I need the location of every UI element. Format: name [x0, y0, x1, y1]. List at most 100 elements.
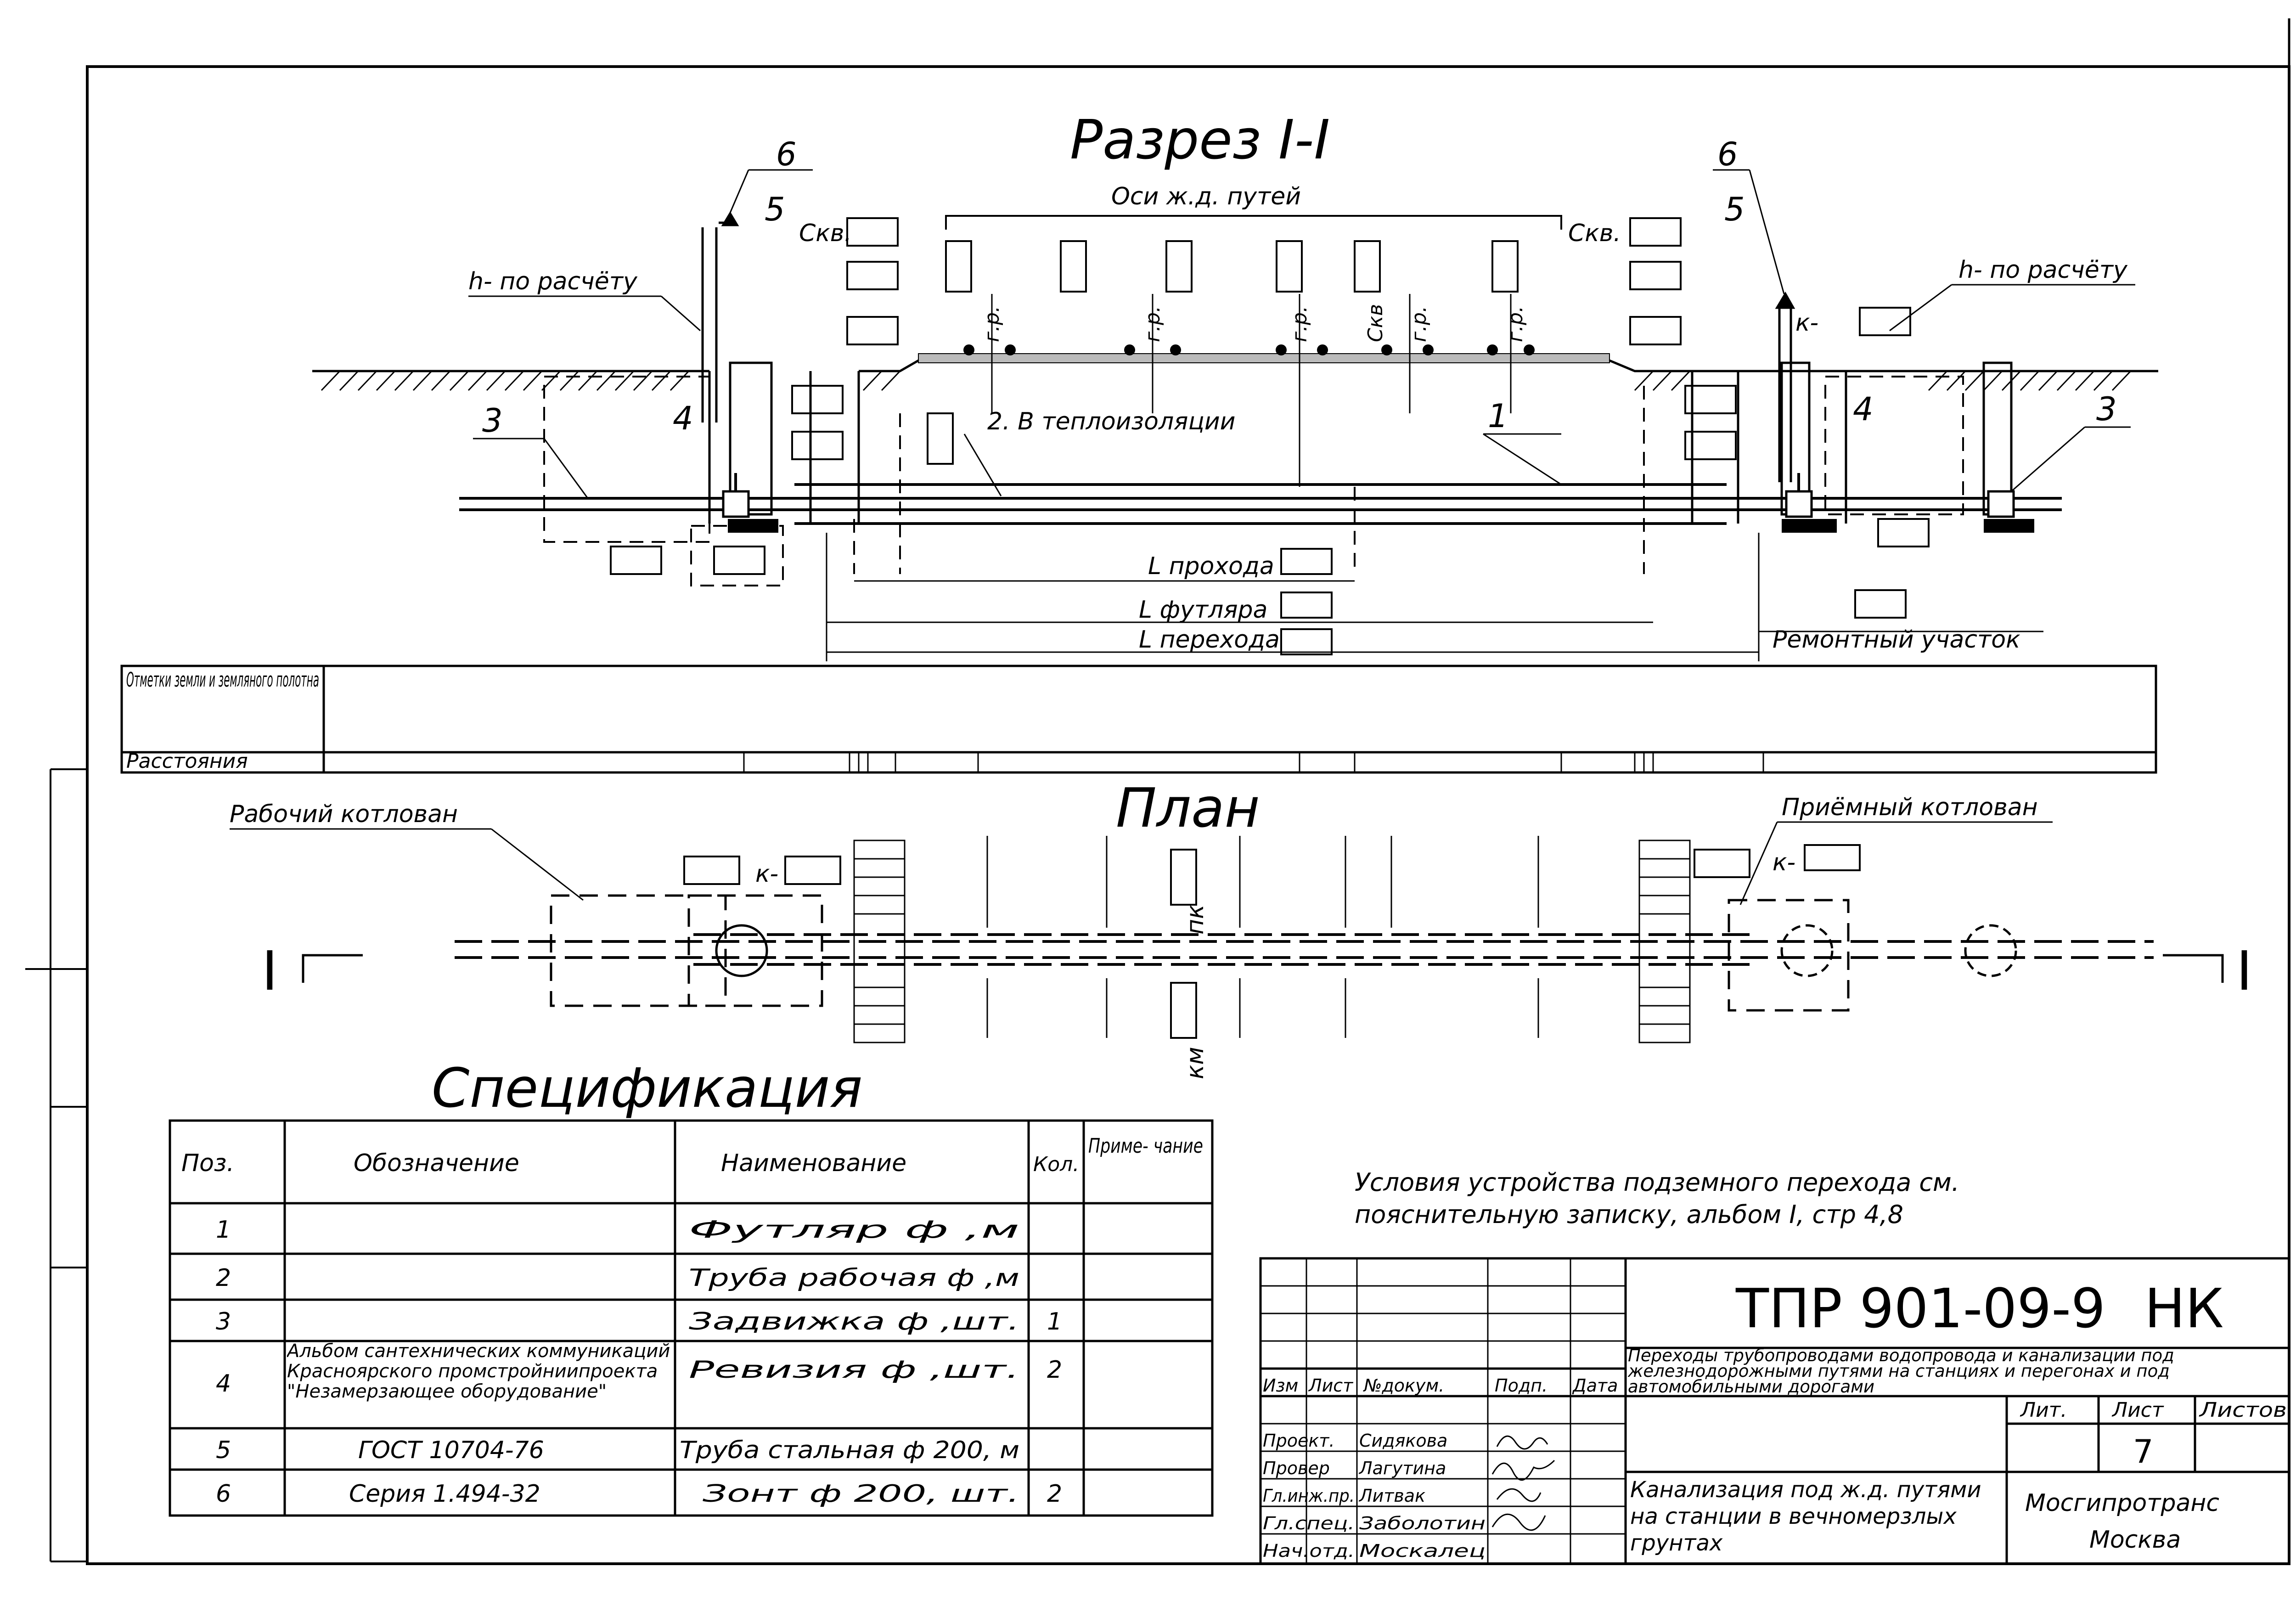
- plan-boxes: [683, 844, 1861, 1039]
- pipeline: [459, 483, 2062, 525]
- svg-text:г.р.: г.р.: [1141, 306, 1165, 342]
- spec-table: [169, 1119, 1214, 1517]
- svg-text:к-: к-: [755, 860, 778, 888]
- vent-pipes: [701, 211, 1795, 482]
- svg-text:1: 1: [216, 1216, 231, 1244]
- svg-text:Москалец: Москалец: [1359, 1541, 1486, 1561]
- org-city: Москва: [2089, 1526, 2181, 1554]
- svg-text:Скв.: Скв.: [799, 220, 852, 247]
- svg-text:4: 4: [1853, 390, 1874, 428]
- skv-labels: Скв. Скв. к-: [799, 220, 1818, 337]
- svg-text:I: I: [262, 939, 278, 1003]
- sheet-number: 7: [2133, 1433, 2154, 1471]
- plan-labels: к- к- пк км: [755, 849, 1795, 1079]
- valve-left: [722, 473, 778, 533]
- callout-leaders: [473, 169, 2131, 499]
- svg-text:Лагутина: Лагутина: [1358, 1458, 1446, 1478]
- subject-text: Переходы трубопроводами водопровода и ка…: [1628, 1348, 2174, 1395]
- sheet-labels: Лит. Лист Листов: [2020, 1398, 2287, 1422]
- plan-title: План: [1116, 776, 1260, 840]
- svg-text:Лист: Лист: [1308, 1375, 1354, 1396]
- title-roles: Проект. Провер Гл.инж.пр. Гл.спец. Нач.о…: [1263, 1431, 1355, 1561]
- svg-text:ГОСТ 10704-76: ГОСТ 10704-76: [358, 1437, 544, 1464]
- svg-text:Серия 1.494-32: Серия 1.494-32: [349, 1480, 540, 1508]
- svg-text:Заболотин: Заболотин: [1359, 1513, 1486, 1533]
- spec-rows: 1 Футляр ф ,м 2 Труба рабочая ф ,м 3 Зад…: [216, 1216, 1062, 1508]
- profile-ticks: [743, 752, 1764, 772]
- plan-pits: [550, 894, 1850, 1012]
- profile-table: [120, 665, 2157, 774]
- svg-text:Обозначение: Обозначение: [354, 1150, 519, 1177]
- svg-text:5: 5: [765, 191, 785, 228]
- svg-text:Изм: Изм: [1263, 1375, 1298, 1396]
- insulation-leader: [963, 434, 1002, 496]
- svg-text:г.р.: г.р.: [1288, 306, 1311, 342]
- spec-headers: Поз. Обозначение Наименование Кол. Приме…: [181, 1134, 1203, 1177]
- svg-text:L перехода: L перехода: [1139, 626, 1280, 654]
- svg-text:Труба рабочая ф ,м: Труба рабочая ф ,м: [689, 1264, 1019, 1292]
- margin-ticks: [25, 768, 87, 1562]
- rail-axes: [991, 294, 1512, 487]
- svg-text:2: 2: [1047, 1480, 1062, 1508]
- profile-row-1-label: Отметки земли и земляного полотна: [126, 668, 319, 692]
- rail-axes-bracket: [945, 215, 1562, 230]
- svg-text:г.р.: г.р.: [1407, 306, 1431, 342]
- svg-text:Подп.: Подп.: [1495, 1375, 1548, 1396]
- title-block: [1259, 1257, 2290, 1565]
- svg-text:1: 1: [1488, 397, 1508, 435]
- svg-text:Гл.инж.пр.: Гл.инж.пр.: [1263, 1486, 1355, 1506]
- svg-text:6: 6: [1717, 135, 1738, 173]
- svg-text:пк: пк: [1182, 904, 1209, 935]
- svg-text:г.р.: г.р.: [1504, 306, 1527, 342]
- svg-text:Проект.: Проект.: [1263, 1431, 1335, 1451]
- plan-embankment-ticks: [853, 840, 1691, 1043]
- svg-text:Лист: Лист: [2111, 1398, 2164, 1422]
- drawing-name: Канализация под ж.д. путями на станции в…: [1630, 1477, 1981, 1556]
- svg-text:Ремонтный участок: Ремонтный участок: [1773, 626, 2020, 654]
- svg-text:Сидякова: Сидякова: [1359, 1431, 1447, 1451]
- svg-text:Футляр ф ,м: Футляр ф ,м: [689, 1216, 1019, 1244]
- title-col-headers: Изм Лист №докум. Подп. Дата: [1263, 1375, 1618, 1396]
- svg-text:Скв: Скв: [1364, 304, 1387, 342]
- svg-text:к-: к-: [1795, 309, 1818, 337]
- svg-text:4: 4: [216, 1370, 231, 1398]
- svg-text:6: 6: [776, 135, 797, 173]
- section-title: Разрез I-I: [1070, 108, 1330, 171]
- plan-pipe: [455, 933, 2154, 966]
- spec-title: Спецификация: [432, 1056, 862, 1120]
- svg-text:4: 4: [673, 400, 693, 437]
- svg-text:3: 3: [2096, 390, 2117, 428]
- svg-text:Ревизия ф ,шт.: Ревизия ф ,шт.: [689, 1356, 1019, 1384]
- value-boxes: [610, 217, 1930, 655]
- receive-pit-leader: [1739, 822, 1778, 905]
- svg-text:5: 5: [1724, 191, 1745, 228]
- valve-far-right: [1984, 490, 2034, 533]
- valve-right: [1782, 473, 1837, 533]
- work-pit-label: Рабочий котлован: [230, 800, 458, 828]
- doc-code: ТПР 901-09-9: [1735, 1277, 2105, 1340]
- gr-labels: г.р. г.р. г.р. г.р. г.р. Скв: [980, 304, 1527, 342]
- title-block-grid: [1261, 1258, 1626, 1564]
- svg-text:Поз.: Поз.: [181, 1150, 234, 1177]
- plan-rails: [986, 836, 1539, 1038]
- svg-text:Лит.: Лит.: [2020, 1398, 2067, 1422]
- svg-text:6: 6: [216, 1480, 231, 1508]
- svg-text:Наименование: Наименование: [721, 1150, 906, 1177]
- svg-text:Скв.: Скв.: [1568, 220, 1621, 247]
- doc-mark: НК: [2144, 1277, 2224, 1340]
- svg-text:№докум.: №докум.: [1363, 1375, 1444, 1396]
- spec-row-4-designation: Альбом сантехнических коммуникаций Красн…: [287, 1341, 670, 1402]
- work-pit-leader: [491, 828, 584, 901]
- svg-text:Приме- чание: Приме- чание: [1088, 1134, 1203, 1158]
- callout-numbers: 1 3 3 4 4 5 5 6 6: [482, 135, 2117, 440]
- svg-text:2: 2: [1047, 1356, 1062, 1384]
- h-leaders: [468, 284, 2135, 332]
- insulation-label: 2. В теплоизоляции: [987, 408, 1235, 435]
- rail-axes-label: Оси ж.д. путей: [1111, 183, 1301, 210]
- svg-text:г.р.: г.р.: [980, 306, 1004, 342]
- svg-text:3: 3: [482, 402, 503, 440]
- svg-text:Труба стальная ф 200, м: Труба стальная ф 200, м: [680, 1437, 1019, 1464]
- dimension-lines: [826, 533, 2043, 661]
- svg-text:Литвак: Литвак: [1358, 1486, 1425, 1506]
- svg-text:Нач.отд.: Нач.отд.: [1263, 1541, 1355, 1561]
